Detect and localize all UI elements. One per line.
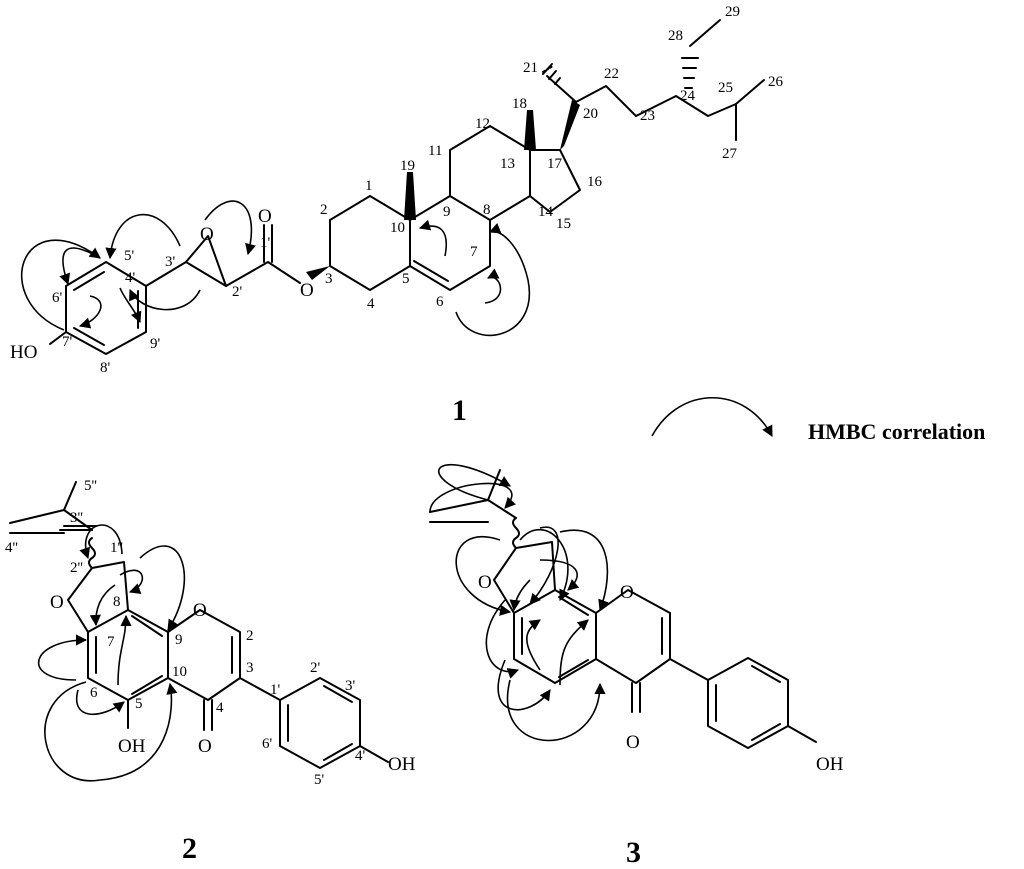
c1-label-13: 13 (500, 156, 515, 172)
c2-label-4p: 4' (355, 748, 366, 764)
compound-1-id: 1 (452, 394, 467, 427)
compound-2-hmbc-arrows (37, 524, 186, 782)
c21-hash-bond (542, 63, 561, 85)
compound-2-numbering: 2 3 4 5 6 7 8 9 10 1' 2' 3' 4' 5' 6' 1''… (5, 478, 366, 788)
c1-carbonyl-o: O (258, 206, 272, 227)
c2-label-3: 3 (246, 660, 254, 676)
c2-carbonyl-o: O (198, 736, 212, 757)
c1-label-10: 10 (390, 220, 405, 236)
c1-label-6p: 6' (52, 290, 63, 306)
c2-label-6: 6 (90, 685, 98, 701)
c1-label-16: 16 (587, 174, 603, 190)
c1-label-5p: 5' (124, 248, 135, 264)
c3-oxygen-wedge (306, 266, 330, 280)
c2-furan-o: O (50, 592, 64, 613)
c2-label-4: 4 (216, 700, 224, 716)
compound-1-structure (49, 19, 765, 355)
c2-label-5: 5 (135, 696, 143, 712)
legend: HMBC correlation (651, 396, 985, 444)
c1-label-1p: 1' (260, 235, 271, 251)
c1-label-7p: 7' (62, 334, 73, 350)
c3-chromone-o: O (620, 582, 634, 603)
compound-3-hmbc-arrows (429, 463, 609, 742)
compound-1-numbering: 1 2 3 4 5 6 7 8 9 10 11 12 13 14 15 16 1… (52, 4, 784, 376)
compound-3-id: 3 (626, 836, 641, 869)
c1-label-4: 4 (367, 296, 375, 312)
c1-label-22: 22 (604, 66, 619, 82)
c2-label-1p: 1' (270, 682, 281, 698)
c1-label-28: 28 (668, 28, 683, 44)
c1-label-25: 25 (718, 80, 733, 96)
c2-label-6p: 6' (262, 736, 273, 752)
c2-label-2p: 2' (310, 660, 321, 676)
c1-label-17: 17 (547, 156, 563, 172)
c2-label-7: 7 (107, 634, 115, 650)
c2-hydroxyl-4p: OH (388, 754, 416, 775)
compound-2-structure (9, 481, 389, 769)
legend-arrow (651, 396, 773, 437)
compound-1-hmbc-arrows (20, 200, 531, 336)
c1-label-14: 14 (538, 204, 554, 220)
c1-label-7: 7 (470, 244, 478, 260)
c2-label-5p: 5' (314, 772, 325, 788)
c1-label-3: 3 (325, 271, 333, 287)
c2-label-3pp: 3'' (70, 510, 83, 526)
c3-carbonyl-o: O (626, 732, 640, 753)
c3-furan-o: O (478, 572, 492, 593)
c19-methyl-wedge (404, 172, 416, 220)
c1-label-15: 15 (556, 216, 571, 232)
c1-label-24: 24 (680, 88, 696, 104)
c1-label-18: 18 (512, 96, 527, 112)
c1-label-9: 9 (443, 204, 451, 220)
c1-label-9p: 9' (150, 336, 161, 352)
c2-label-9: 9 (175, 632, 183, 648)
c3-hydroxyl-4p: OH (816, 754, 844, 775)
c2-chromone-o: O (193, 600, 207, 621)
c1-label-23: 23 (640, 108, 655, 124)
c28-hash-bond (681, 57, 699, 89)
c1-label-12: 12 (475, 116, 490, 132)
compound-3-structure (429, 469, 817, 749)
c1-label-11: 11 (428, 143, 442, 159)
c2-label-4pp: 4'' (5, 540, 18, 556)
c1-label-21: 21 (523, 60, 538, 76)
c1-label-29: 29 (725, 4, 740, 20)
c1-label-2p: 2' (232, 284, 243, 300)
c1-label-1: 1 (365, 178, 373, 194)
c2-label-5pp: 5'' (84, 478, 97, 494)
c2-label-8: 8 (113, 594, 121, 610)
c1-label-4p: 4' (125, 270, 136, 286)
c1-label-26: 26 (768, 74, 784, 90)
c1-label-6: 6 (436, 294, 444, 310)
c2-label-2pp: 2'' (70, 560, 83, 576)
c2-label-3p: 3' (345, 678, 356, 694)
c1-label-2: 2 (320, 202, 328, 218)
c18-methyl-wedge (524, 110, 536, 150)
c1-epoxide-o: O (200, 224, 214, 245)
c1-label-3p: 3' (165, 254, 176, 270)
c1-label-8: 8 (483, 202, 491, 218)
c1-ester-o: O (300, 280, 314, 301)
c1-label-19: 19 (400, 158, 415, 174)
c2-hydroxyl-5: OH (118, 736, 146, 757)
legend-label: HMBC correlation (808, 419, 985, 444)
c1-label-8p: 8' (100, 360, 111, 376)
c1-label-5: 5 (402, 271, 410, 287)
c1-label-27: 27 (722, 146, 738, 162)
compound-2-id: 2 (182, 832, 197, 865)
c2-label-2: 2 (246, 628, 254, 644)
c2-label-10: 10 (172, 664, 187, 680)
c1-hydroxyl: HO (10, 342, 37, 363)
c20-wedge (560, 100, 580, 150)
c1-label-20: 20 (583, 106, 598, 122)
